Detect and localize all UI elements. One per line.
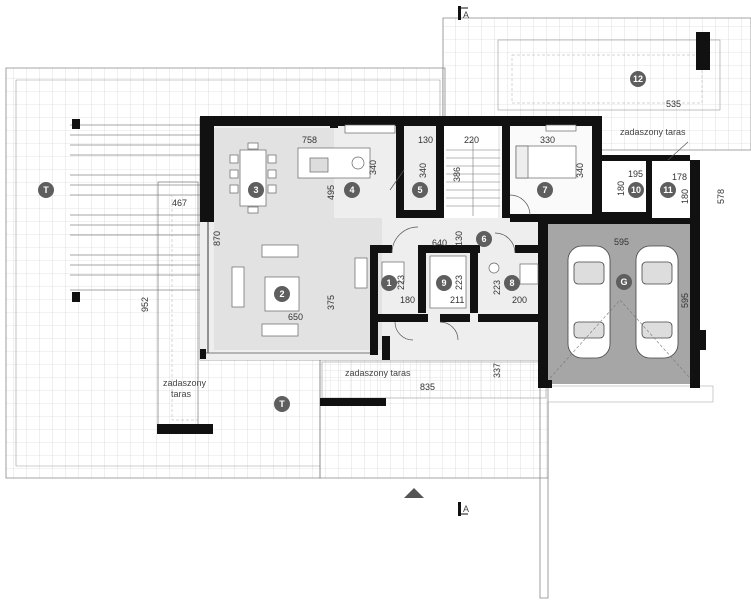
svg-text:211: 211 — [450, 295, 464, 305]
svg-text:595: 595 — [614, 237, 629, 247]
covered-terrace-label-left-1: zadaszony — [163, 378, 207, 388]
pergola — [70, 124, 200, 291]
svg-text:223: 223 — [396, 275, 406, 290]
svg-text:595: 595 — [680, 293, 690, 308]
car-left — [567, 245, 611, 359]
walls — [200, 32, 710, 406]
covered-terrace-label-left-2: taras — [171, 389, 192, 399]
svg-text:A: A — [463, 504, 469, 514]
covered-terrace-label-top: zadaszony taras — [620, 127, 686, 137]
svg-text:T: T — [279, 399, 285, 409]
svg-text:2: 2 — [279, 289, 284, 299]
svg-text:386: 386 — [452, 167, 462, 182]
svg-text:180: 180 — [400, 295, 415, 305]
svg-text:220: 220 — [464, 135, 479, 145]
svg-text:6: 6 — [481, 234, 486, 244]
svg-text:130: 130 — [454, 231, 464, 246]
car-right — [635, 245, 679, 359]
svg-text:9: 9 — [441, 278, 446, 288]
svg-text:7: 7 — [542, 185, 547, 195]
stairs — [446, 140, 500, 216]
svg-text:180: 180 — [680, 189, 690, 204]
svg-text:578: 578 — [716, 189, 726, 204]
svg-text:223: 223 — [454, 275, 464, 290]
dimensions: 758 130 220 330 340 340 340 495 386 870 … — [140, 99, 726, 392]
svg-text:3: 3 — [253, 185, 258, 195]
svg-text:375: 375 — [326, 295, 336, 310]
svg-text:130: 130 — [418, 135, 433, 145]
svg-text:5: 5 — [417, 185, 422, 195]
svg-text:12: 12 — [633, 74, 643, 84]
furniture — [229, 124, 577, 337]
svg-text:340: 340 — [418, 163, 428, 178]
entrance-arrow-icon — [404, 488, 424, 498]
svg-text:G: G — [620, 277, 627, 287]
svg-text:650: 650 — [288, 312, 303, 322]
svg-text:952: 952 — [140, 297, 150, 312]
svg-text:337: 337 — [492, 363, 502, 378]
svg-text:467: 467 — [172, 198, 187, 208]
doors — [389, 141, 689, 341]
svg-text:T: T — [43, 185, 49, 195]
terrace-bottom — [319, 359, 549, 479]
svg-text:A: A — [463, 10, 469, 20]
svg-text:340: 340 — [575, 163, 585, 178]
svg-text:10: 10 — [631, 185, 641, 195]
svg-text:223: 223 — [492, 280, 502, 295]
svg-text:200: 200 — [512, 295, 527, 305]
section-marker-top: A — [458, 6, 469, 20]
covered-terrace-label-bottom: zadaszony taras — [345, 368, 411, 378]
svg-text:535: 535 — [666, 99, 681, 109]
svg-text:870: 870 — [212, 231, 222, 246]
svg-text:758: 758 — [302, 135, 317, 145]
svg-text:11: 11 — [663, 185, 673, 195]
svg-text:180: 180 — [616, 181, 626, 196]
svg-text:835: 835 — [420, 382, 435, 392]
svg-text:1: 1 — [386, 278, 391, 288]
svg-text:495: 495 — [326, 185, 336, 200]
svg-text:178: 178 — [672, 172, 687, 182]
svg-text:8: 8 — [509, 278, 514, 288]
room-badges: 3 4 5 7 6 2 1 9 8 10 11 12 G T T — [38, 71, 676, 412]
section-marker-bottom: A — [458, 502, 469, 516]
driveway — [539, 385, 714, 599]
svg-text:640: 640 — [432, 238, 447, 248]
svg-text:330: 330 — [540, 135, 555, 145]
svg-text:340: 340 — [368, 160, 378, 175]
svg-text:4: 4 — [349, 185, 354, 195]
svg-text:195: 195 — [628, 169, 643, 179]
